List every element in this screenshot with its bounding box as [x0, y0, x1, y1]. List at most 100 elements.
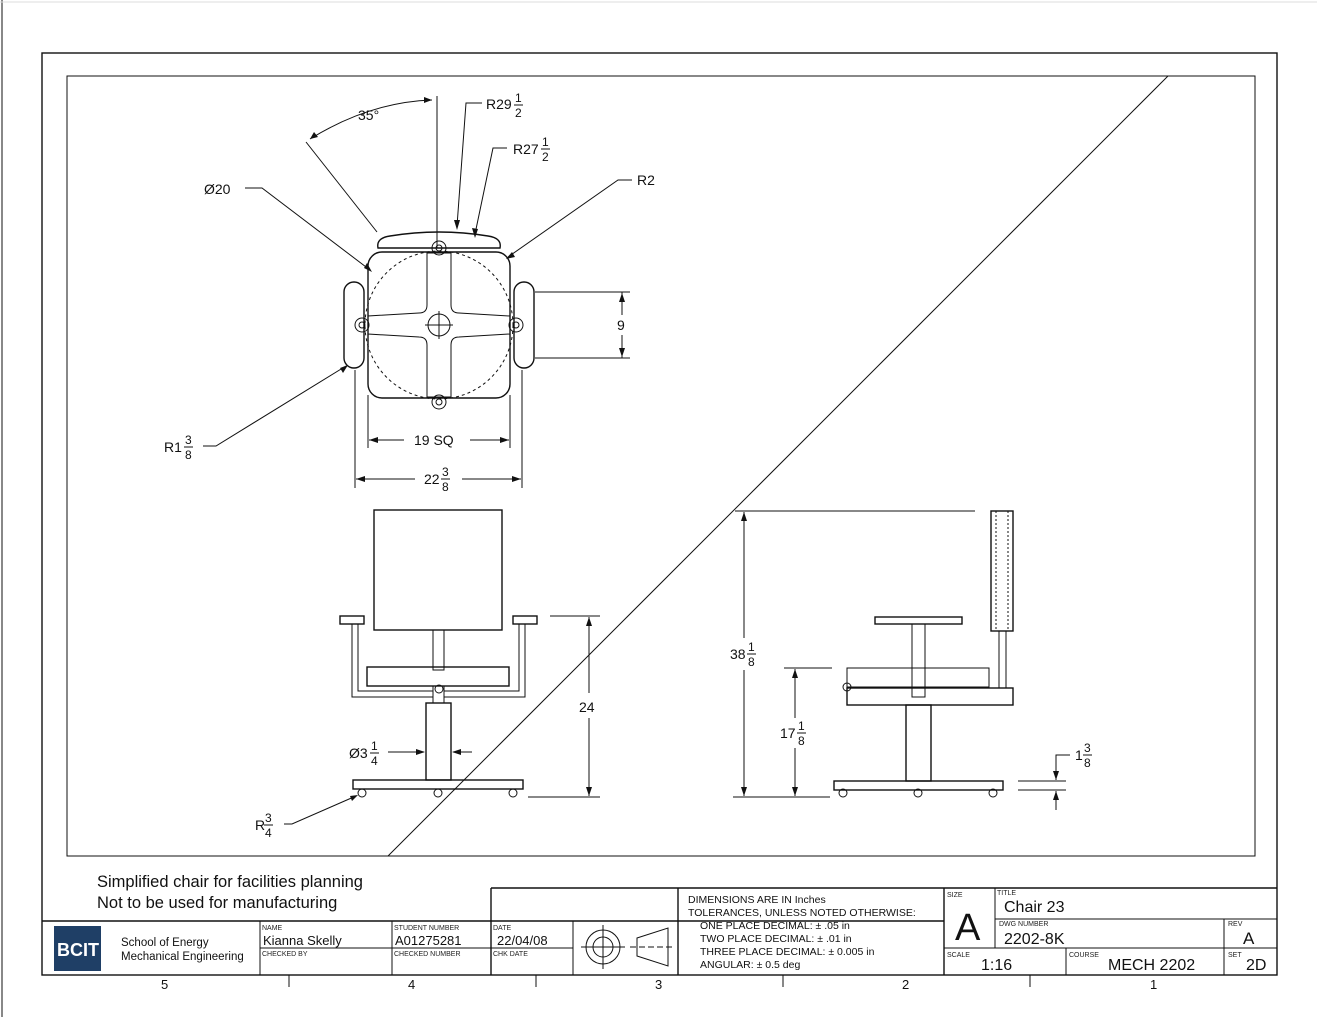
student-number-label: STUDENT NUMBER [394, 925, 459, 932]
note-line-1: Simplified chair for facilities planning [97, 873, 363, 891]
right-armrest [513, 281, 535, 369]
t1-num: 3 [1084, 741, 1091, 755]
scale-label: SCALE [947, 952, 970, 959]
front-left-armpad [339, 615, 365, 625]
zone-1: 1 [1150, 977, 1157, 992]
cross-base [367, 252, 511, 398]
zone-3: 3 [655, 977, 662, 992]
side-armpad [874, 616, 963, 625]
title-value: Chair 23 [1004, 899, 1065, 916]
zone-5: 5 [161, 977, 168, 992]
dia3-num: 1 [371, 739, 378, 753]
dia3-dimension: Ø3 [349, 745, 368, 761]
w22-num: 3 [442, 465, 449, 479]
front-seat [366, 666, 510, 687]
t1-dimension: 1 [1075, 747, 1083, 763]
h17-dimension: 17 [780, 725, 796, 741]
r1-num: 3 [185, 433, 192, 447]
r34-den: 4 [265, 826, 272, 840]
t1-den: 8 [1084, 756, 1091, 770]
r29-dimension: R29 [486, 96, 512, 112]
rev-label: REV [1228, 921, 1243, 928]
side-backrest [990, 510, 1014, 632]
third-angle-projection-icon [581, 925, 675, 969]
drawing-area-border [66, 75, 1256, 857]
course-value: MECH 2202 [1108, 957, 1195, 974]
dwg-number-label: DWG NUMBER [999, 921, 1048, 928]
h38-dimension: 38 [730, 646, 746, 662]
section-diagonal-line [387, 75, 1169, 857]
front-view: 24 Ø3 1 4 R 3 4 [255, 509, 600, 840]
caster-top [431, 240, 447, 256]
zone-4: 4 [408, 977, 415, 992]
bcit-logo-text: BCIT [57, 940, 99, 960]
dwg-number-value: 2202-8K [1004, 931, 1065, 948]
rev-value: A [1243, 929, 1255, 948]
caster-right [508, 317, 524, 333]
top-view: 35° R29 1 2 R27 1 2 R2 Ø20 9 R1 [164, 91, 655, 494]
tolerance-line-2: TOLERANCES, UNLESS NOTED OTHERWISE: [688, 907, 916, 919]
tolerance-line-3: ONE PLACE DECIMAL: ± .05 in [700, 920, 850, 932]
r27-den: 2 [542, 150, 549, 164]
title-block: BCIT School of Energy Mechanical Enginee… [42, 887, 1277, 975]
h38-den: 8 [748, 655, 755, 669]
h17-num: 1 [798, 719, 805, 733]
checked-by-label: CHECKED BY [262, 951, 308, 958]
name-value: Kianna Skelly [263, 933, 342, 948]
h17-den: 8 [798, 734, 805, 748]
r34-dimension: R [255, 817, 265, 833]
sq19-dimension: 19 SQ [414, 432, 454, 448]
r27-dimension: R27 [513, 141, 539, 157]
size-value: A [955, 907, 981, 949]
r29-den: 2 [515, 106, 522, 120]
angle-dimension: 35° [358, 107, 379, 123]
date-label: DATE [493, 925, 511, 932]
front-right-armpad [512, 615, 538, 625]
side-seat [846, 687, 1014, 706]
r29-num: 1 [515, 91, 522, 105]
sheet-border [41, 52, 1278, 976]
dia20-dimension: Ø20 [204, 181, 231, 197]
title-label: TITLE [997, 890, 1016, 897]
nine-dimension: 9 [617, 317, 625, 333]
scale-value: 1:16 [981, 957, 1012, 974]
front-base [352, 779, 524, 790]
r1-dimension: R1 [164, 439, 182, 455]
bcit-logo [54, 926, 101, 971]
checked-number-label: CHECKED NUMBER [394, 951, 461, 958]
chk-date-label: CHK DATE [493, 951, 528, 958]
tolerance-line-4: TWO PLACE DECIMAL: ± .01 in [700, 933, 852, 945]
h38-num: 1 [748, 640, 755, 654]
course-label: COURSE [1069, 952, 1099, 959]
front-gas-cylinder [425, 702, 452, 781]
side-base [833, 780, 1004, 791]
left-armrest [343, 281, 365, 369]
r27-num: 1 [542, 135, 549, 149]
w22-dimension: 22 [424, 471, 440, 487]
student-number-value: A01275281 [395, 933, 462, 948]
caster-left [354, 317, 370, 333]
side-gas-cylinder [905, 704, 932, 782]
size-label: SIZE [947, 892, 963, 899]
tolerance-line-6: ANGULAR: ± 0.5 deg [700, 959, 800, 971]
date-value: 22/04/08 [497, 933, 548, 948]
set-label: SET [1228, 952, 1242, 959]
r2-dimension: R2 [637, 172, 655, 188]
note-line-2: Not to be used for manufacturing [97, 894, 337, 912]
caster-bottom [431, 394, 447, 410]
backrest-arc [377, 231, 501, 249]
dia3-den: 4 [371, 754, 378, 768]
tolerance-line-1: DIMENSIONS ARE IN Inches [688, 894, 826, 906]
side-view: 38 1 8 17 1 8 1 3 8 [730, 510, 1092, 810]
w22-den: 8 [442, 480, 449, 494]
name-label: NAME [262, 925, 283, 932]
r34-num: 3 [265, 811, 272, 825]
tolerance-line-5: THREE PLACE DECIMAL: ± 0.005 in [700, 946, 875, 958]
school-line-1: School of Energy [121, 937, 209, 949]
school-line-2: Mechanical Engineering [121, 951, 244, 963]
front-backrest [373, 509, 503, 631]
r1-den: 8 [185, 448, 192, 462]
zone-markers: 5 4 3 2 1 [161, 975, 1157, 992]
set-value: 2D [1246, 957, 1266, 974]
